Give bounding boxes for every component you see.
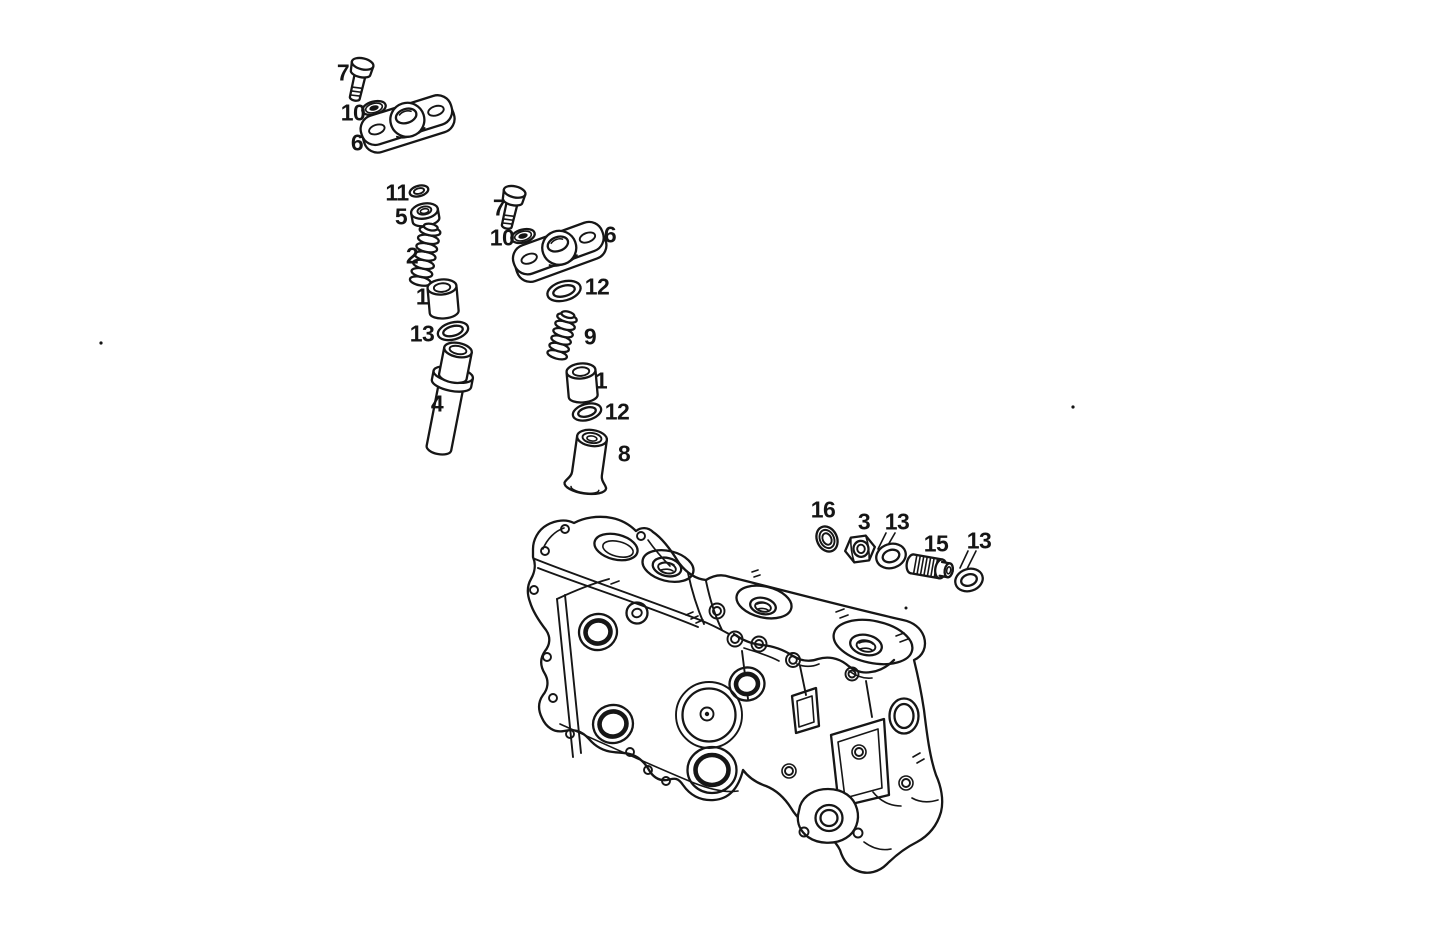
part-label-13-mid: 13 — [884, 508, 910, 535]
part-oring-fitting-left — [875, 542, 907, 570]
face-bore-center — [728, 666, 766, 702]
part-label-16: 16 — [810, 496, 836, 523]
part-sleeve — [563, 428, 609, 496]
print-specks — [99, 341, 1075, 409]
part-label-13-right: 13 — [966, 527, 992, 554]
part-bolt-lower — [500, 184, 527, 230]
hatch-ticks — [610, 569, 925, 764]
part-label-12-lower: 12 — [604, 398, 630, 425]
block-window-large — [829, 717, 891, 809]
part-label-4: 4 — [430, 390, 444, 417]
part-label-13-left: 13 — [409, 320, 435, 347]
part-oring-fitting-right — [954, 567, 984, 593]
part-seal — [815, 525, 839, 553]
part-label-1-right: 1 — [594, 367, 608, 394]
mounting-boss — [796, 787, 864, 844]
part-label-10-lower: 10 — [489, 224, 515, 251]
part-cap — [409, 202, 441, 228]
face-bore-lower-left — [591, 703, 635, 745]
part-tappet-right — [565, 362, 599, 404]
threaded-boss-2 — [735, 584, 793, 620]
part-label-3: 3 — [857, 508, 871, 535]
leader-oring-fitting-right — [959, 550, 977, 572]
face-bore-right — [888, 697, 920, 735]
part-label-11: 11 — [385, 179, 409, 206]
part-bracket-upper — [359, 94, 456, 154]
part-label-6-lower: 6 — [603, 221, 617, 248]
threaded-boss-3 — [832, 618, 914, 666]
bolt-ears-and-holes — [529, 524, 914, 791]
part-label-12-upper: 12 — [584, 273, 610, 300]
part-tappet-left — [426, 278, 460, 320]
part-washer-lower — [510, 227, 536, 245]
face-bore-bottom — [686, 745, 738, 795]
part-bracket-lower — [511, 220, 608, 284]
part-label-9: 9 — [583, 323, 597, 350]
part-label-10-upper: 10 — [340, 99, 366, 126]
part-snap-ring — [408, 184, 430, 198]
part-bolt-upper — [348, 56, 375, 102]
part-label-15: 15 — [923, 530, 949, 557]
part-spring-left — [408, 222, 442, 287]
part-fitting — [905, 553, 954, 580]
part-label-5: 5 — [394, 203, 408, 230]
housing-block — [526, 515, 944, 874]
part-spring-right — [546, 310, 578, 361]
part-oring-left — [436, 320, 470, 342]
top-plate-oval-opening — [593, 532, 639, 562]
part-oring-mid-lower — [571, 402, 603, 422]
part-guide-sleeve — [425, 341, 475, 456]
block-rails — [534, 527, 939, 851]
part-label-7-lower: 7 — [492, 194, 506, 221]
part-washer-upper — [361, 99, 387, 117]
face-bore-upper-left — [577, 612, 619, 652]
part-label-2: 2 — [405, 242, 419, 269]
part-label-1-left: 1 — [415, 283, 429, 310]
part-nut — [843, 534, 877, 564]
part-label-6-upper: 6 — [350, 129, 364, 156]
part-label-8: 8 — [617, 440, 631, 467]
block-window-small — [790, 686, 821, 735]
part-oring-mid-upper — [546, 279, 582, 303]
threaded-boss-1 — [641, 548, 695, 584]
part-label-7-upper: 7 — [336, 59, 350, 86]
